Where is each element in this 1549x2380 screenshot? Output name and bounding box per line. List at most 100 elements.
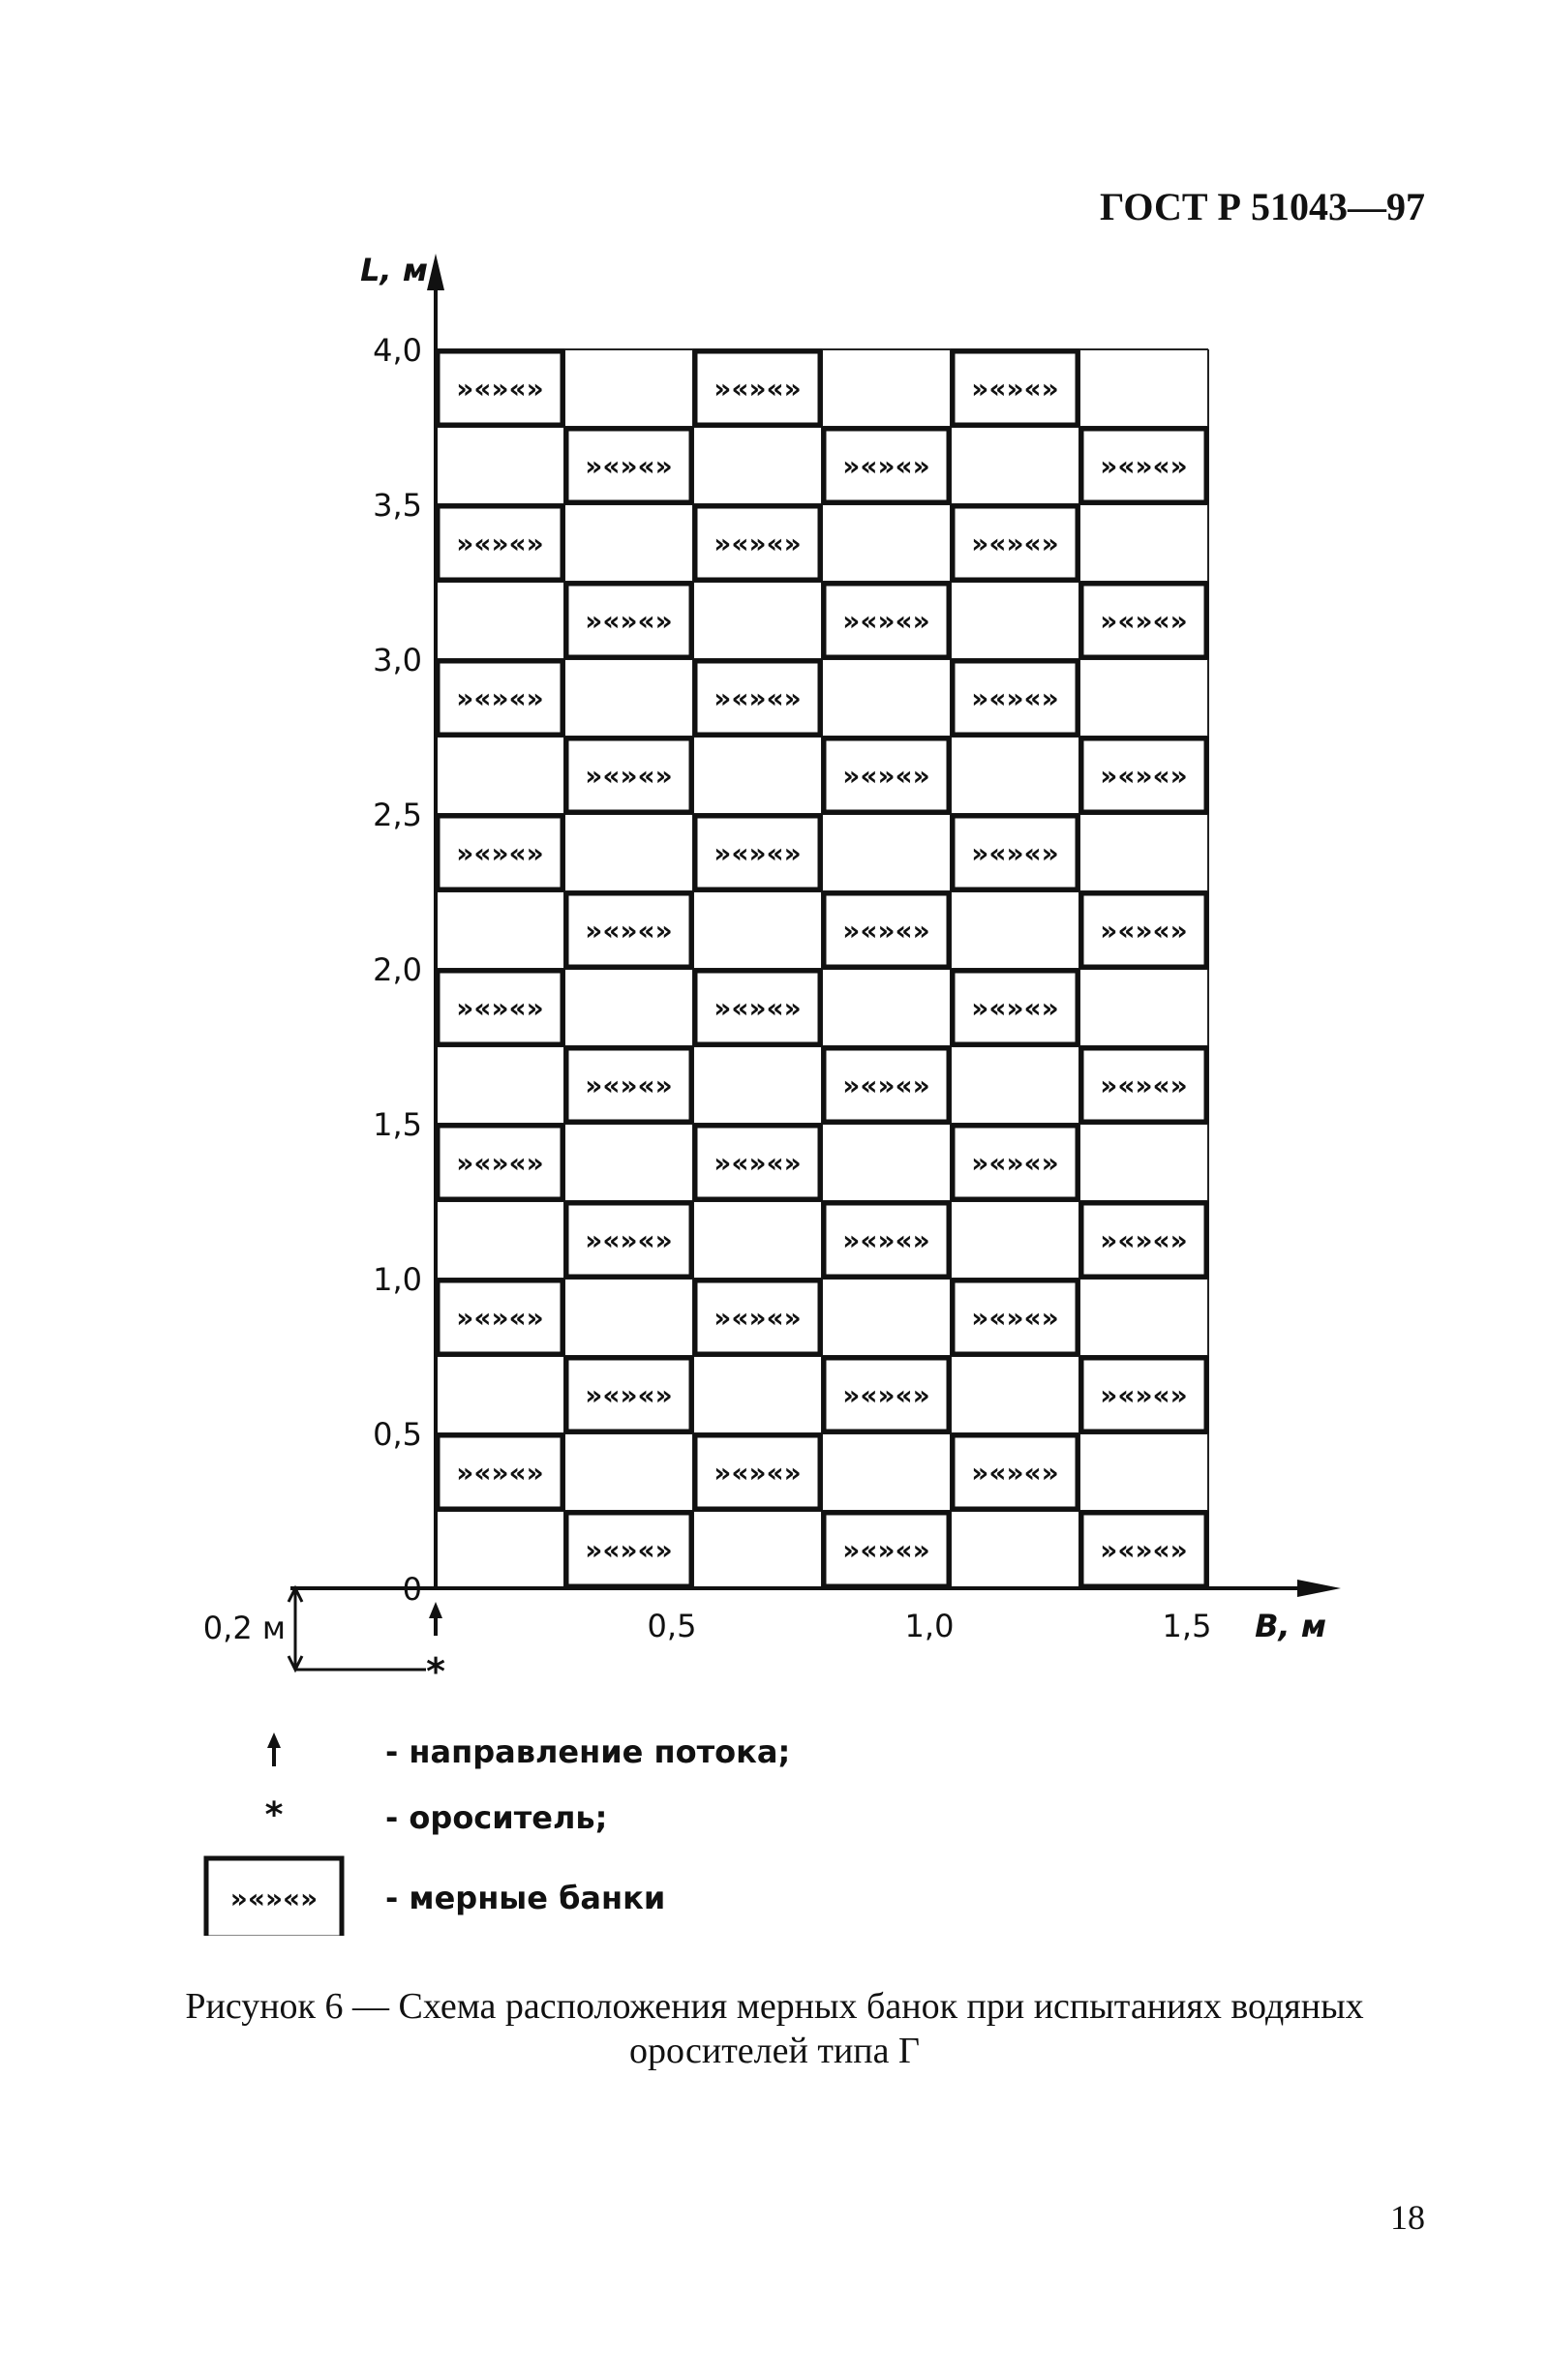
measuring-can [821, 581, 952, 660]
measuring-can-label: »«»«» [842, 450, 929, 482]
x-tick-label: 0,5 [648, 1608, 697, 1644]
measuring-can-label: »«»«» [1100, 605, 1187, 637]
caption-line-1: Рисунок 6 — Схема расположения мерных ба… [185, 1986, 1364, 2027]
measuring-can [821, 890, 952, 970]
measuring-can [950, 658, 1080, 738]
measuring-can [563, 1510, 694, 1589]
arrow-up-icon [267, 1732, 281, 1748]
measuring-can-label: »«»«» [714, 1147, 801, 1179]
measuring-can-label: »«»«» [585, 760, 672, 792]
measuring-can [692, 348, 823, 428]
measuring-can [435, 503, 565, 583]
measuring-can-label: »«»«» [1100, 1069, 1187, 1101]
measuring-can-label: »«»«» [456, 1457, 543, 1489]
measuring-can-label: »«»«» [842, 915, 929, 947]
y-tick-label: 2,0 [373, 951, 422, 988]
measuring-can [821, 1355, 952, 1434]
measuring-can-label: »«»«» [585, 1069, 672, 1101]
measuring-can [1078, 1045, 1209, 1125]
offset-label: 0,2 м [203, 1610, 286, 1646]
axes: L, м00,51,01,52,02,53,03,54,00,51,01,5B,… [203, 252, 1341, 1693]
measuring-can-label: »«»«» [585, 915, 672, 947]
legend-sprinkler-text: - ороситель; [385, 1799, 607, 1836]
measuring-can [692, 503, 823, 583]
y-tick-label: 2,5 [373, 797, 422, 833]
measuring-can-label: »«»«» [456, 527, 543, 559]
asterisk-icon: * [265, 1795, 284, 1835]
measuring-can-label: »«»«» [714, 1302, 801, 1334]
measuring-can-label: »«»«» [585, 1224, 672, 1256]
figure-caption: Рисунок 6 — Схема расположения мерных ба… [116, 1984, 1433, 2073]
measuring-can [435, 1278, 565, 1357]
measuring-can [1078, 1355, 1209, 1434]
measuring-can [563, 1200, 694, 1280]
measuring-can [950, 1123, 1080, 1202]
measuring-can-label: »«»«» [456, 837, 543, 869]
y-axis-title: L, м [360, 252, 428, 288]
measuring-can-label: »«»«» [1100, 450, 1187, 482]
measuring-can-label: »«»«» [714, 527, 801, 559]
measuring-can [1078, 890, 1209, 970]
measuring-can-label: »«»«» [842, 1069, 929, 1101]
measuring-can-label: »«»«» [842, 760, 929, 792]
measuring-can [821, 736, 952, 815]
measuring-can [1078, 736, 1209, 815]
measuring-can-label: »«»«» [585, 1534, 672, 1566]
y-axis-arrow-icon [427, 254, 444, 290]
measuring-can-label: »«»«» [971, 1302, 1058, 1334]
measuring-can [950, 968, 1080, 1047]
measuring-can [692, 1278, 823, 1357]
measuring-can-icon [203, 1855, 345, 1936]
measuring-can-label: »«»«» [971, 1147, 1058, 1179]
measuring-can-label: »«»«» [842, 1224, 929, 1256]
measuring-can-label: »«»«» [456, 992, 543, 1024]
legend-flow-text: - направление потока; [385, 1733, 790, 1770]
measuring-can [692, 968, 823, 1047]
measuring-can-label: »«»«» [971, 992, 1058, 1024]
measuring-can-label: »«»«» [971, 373, 1058, 405]
can-layout-diagram: »«»«» »«»«» »«»«» »«»«» »«»«» »«»«» »«»«» »«»«»… [203, 252, 1341, 1936]
measuring-can-label: »«»«» [842, 1379, 929, 1411]
measuring-can-label: »«»«» [456, 1147, 543, 1179]
legend-can-text: - мерные банки [385, 1880, 665, 1916]
measuring-can [950, 348, 1080, 428]
sprinkler-asterisk-icon: * [426, 1650, 445, 1693]
y-tick-label: 1,5 [373, 1106, 422, 1143]
measuring-can-label: »«»«» [456, 1302, 543, 1334]
measuring-can-label: »«»«» [971, 837, 1058, 869]
measuring-can-label: »«»«» [971, 1457, 1058, 1489]
measuring-can-label: »«»«» [971, 527, 1058, 559]
measuring-can [1078, 1200, 1209, 1280]
measuring-can-label: »«»«» [456, 682, 543, 714]
measuring-can [692, 1432, 823, 1512]
y-tick-label: 3,5 [373, 487, 422, 524]
measuring-can-label: »«»«» [456, 373, 543, 405]
measuring-can-label: »«»«» [1100, 1379, 1187, 1411]
flow-arrow-icon [429, 1602, 442, 1618]
measuring-can-label: »«»«» [714, 373, 801, 405]
measuring-can [950, 1278, 1080, 1357]
x-axis-title: B, м [1255, 1608, 1326, 1644]
measuring-can-label: »«»«» [971, 682, 1058, 714]
measuring-can-label: »«»«» [842, 605, 929, 637]
offset-arrow-up-icon [287, 1584, 304, 1603]
measuring-can-label: »«»«» [1100, 1534, 1187, 1566]
measuring-can-label: »«»«» [714, 1457, 801, 1489]
measuring-can [692, 1123, 823, 1202]
caption-line-2: оросителей типа Г [629, 2031, 920, 2071]
can-grid: »«»«» »«»«» »«»«» »«»«» »«»«» »«»«» »«»«» »«»«»… [435, 348, 1209, 1589]
measuring-can [563, 1355, 694, 1434]
measuring-can [1078, 581, 1209, 660]
measuring-can-label: »«»«» [585, 1379, 672, 1411]
measuring-can [821, 1510, 952, 1589]
document-header: ГОСТ Р 51043—97 [1099, 185, 1425, 228]
page-number: 18 [1390, 2198, 1425, 2237]
x-axis-arrow-icon [1297, 1580, 1341, 1597]
measuring-can [950, 503, 1080, 583]
measuring-can-label: »«»«» [714, 992, 801, 1024]
measuring-can [563, 426, 694, 505]
y-tick-label: 0,5 [373, 1416, 422, 1453]
measuring-can-label: »«»«» [1100, 760, 1187, 792]
legend-can-label: »«»«» [230, 1883, 318, 1914]
x-tick-label: 1,5 [1163, 1608, 1212, 1644]
